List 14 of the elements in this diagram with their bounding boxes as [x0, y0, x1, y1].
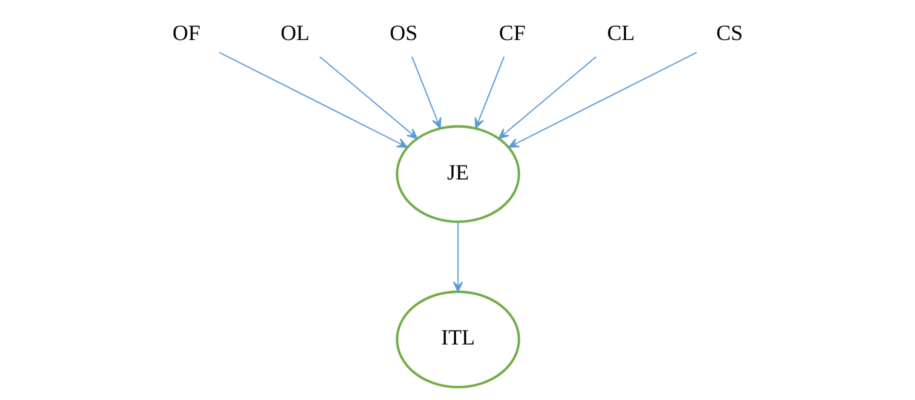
node-text: CS [716, 20, 742, 45]
node-ellipse: ITL [395, 290, 520, 388]
node-text: CL [606, 20, 634, 45]
arrow [498, 56, 596, 140]
node-text: CF [498, 20, 526, 45]
node-text: OL [280, 20, 310, 45]
node-text: OS [389, 20, 418, 45]
arrow [410, 56, 441, 129]
arrow [508, 52, 697, 148]
node-text: OF [172, 20, 200, 45]
arrow [218, 52, 408, 148]
arrow [318, 56, 418, 140]
arrow [474, 56, 504, 129]
arrow [452, 222, 462, 292]
